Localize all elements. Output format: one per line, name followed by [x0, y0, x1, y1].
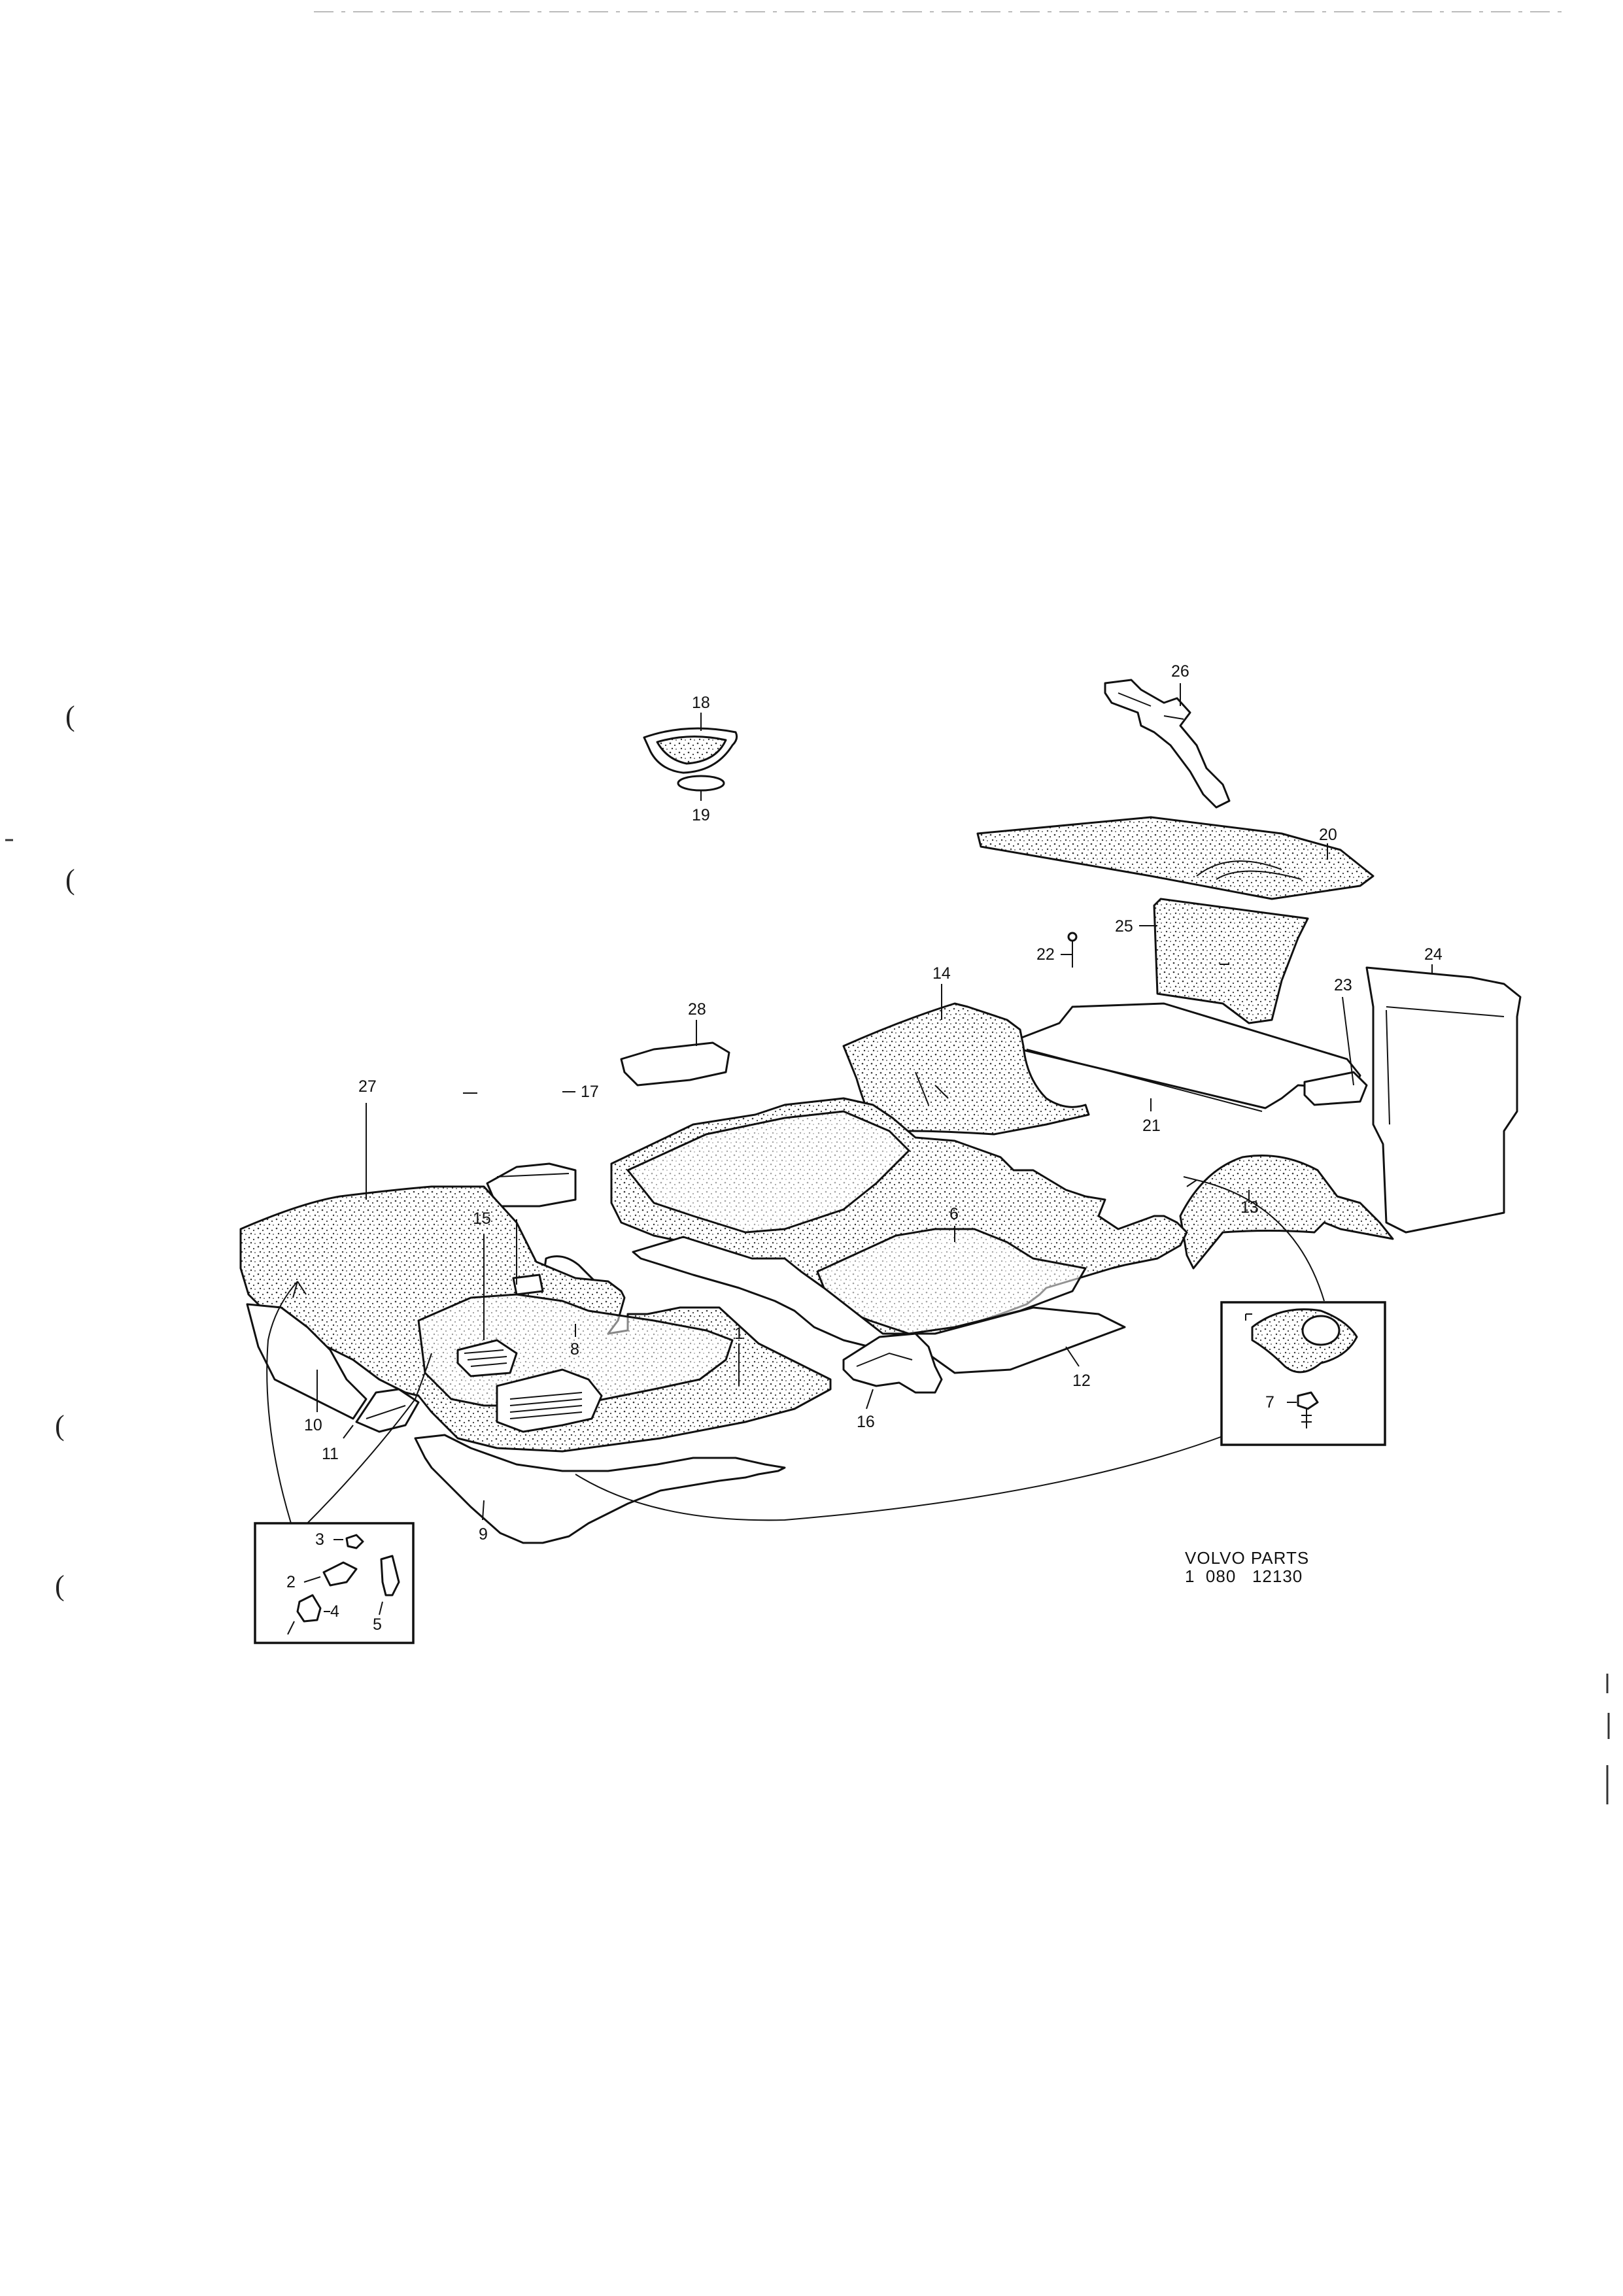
leaders [316, 683, 1433, 1521]
callout-7: 7 [1265, 1393, 1274, 1411]
arrow-left [292, 1281, 307, 1298]
part-19-lens [677, 775, 725, 792]
callout-24: 24 [1424, 945, 1443, 964]
callout-14: 14 [932, 964, 951, 983]
part-23-pad [1303, 1071, 1368, 1106]
part-9-underlay [414, 1434, 786, 1544]
callout-11: 11 [322, 1445, 339, 1463]
callout-10: 10 [304, 1416, 322, 1434]
callout-1: 1 [734, 1325, 743, 1343]
callout-17: 17 [581, 1083, 599, 1101]
part-24-side-panel [1365, 966, 1522, 1234]
detail-box-2-5 [254, 1522, 415, 1644]
caption-line-2: 1 080 12130 [1185, 1566, 1303, 1586]
margin-mark-1: ( [65, 700, 75, 732]
part-6-rear-carpet [610, 1097, 1188, 1342]
callout-12: 12 [1072, 1372, 1091, 1390]
callout-20: 20 [1319, 826, 1337, 844]
callout-15: 15 [473, 1209, 491, 1228]
part-17-cover [486, 1162, 577, 1207]
callout-21: 21 [1142, 1117, 1161, 1135]
callout-3: 3 [315, 1530, 324, 1549]
callout-5: 5 [373, 1615, 382, 1634]
leader-2-5-detail [266, 1281, 432, 1527]
callout-16: 16 [857, 1413, 875, 1431]
callout-25: 25 [1115, 917, 1133, 936]
part-1-front-carpet [239, 1185, 832, 1453]
callout-8: 8 [570, 1340, 579, 1359]
arrow-right [1183, 1176, 1197, 1187]
leader-7-detail [575, 1179, 1325, 1521]
part-13-wheel-arch [1179, 1155, 1394, 1270]
margin-mark-2: ( [65, 864, 75, 896]
caption-line-1: VOLVO PARTS [1185, 1548, 1309, 1568]
part-12-underlay [632, 1236, 1126, 1374]
callout-26: 26 [1171, 662, 1189, 681]
callout-22: 22 [1036, 945, 1055, 964]
part-20-rear-shelf-carpet [976, 816, 1375, 900]
callout-28: 28 [688, 1000, 706, 1019]
callout-19: 19 [692, 806, 710, 824]
callout-18: 18 [692, 694, 710, 712]
part-28-strip [620, 1041, 730, 1087]
part-26-bracket [1104, 679, 1231, 809]
callout-2: 2 [286, 1573, 296, 1591]
right-edge-marks [1606, 1674, 1610, 1804]
part-11-side [355, 1388, 420, 1433]
margin-mark-4: ( [55, 1570, 65, 1602]
detail-box-7 [1220, 1301, 1386, 1446]
callout-27: 27 [358, 1077, 377, 1096]
callout-23: 23 [1334, 976, 1352, 994]
part-22-screw [1067, 932, 1078, 968]
part-25-panel [1153, 898, 1309, 1024]
margin-mark-3: ( [55, 1410, 65, 1442]
callout-4: 4 [330, 1602, 339, 1621]
callout-9: 9 [479, 1525, 488, 1544]
callout-13: 13 [1240, 1198, 1259, 1217]
part-18-lamp [643, 727, 738, 774]
callout-6: 6 [949, 1205, 959, 1223]
part-10-side [246, 1303, 367, 1420]
part-16-tunnel [842, 1332, 943, 1394]
